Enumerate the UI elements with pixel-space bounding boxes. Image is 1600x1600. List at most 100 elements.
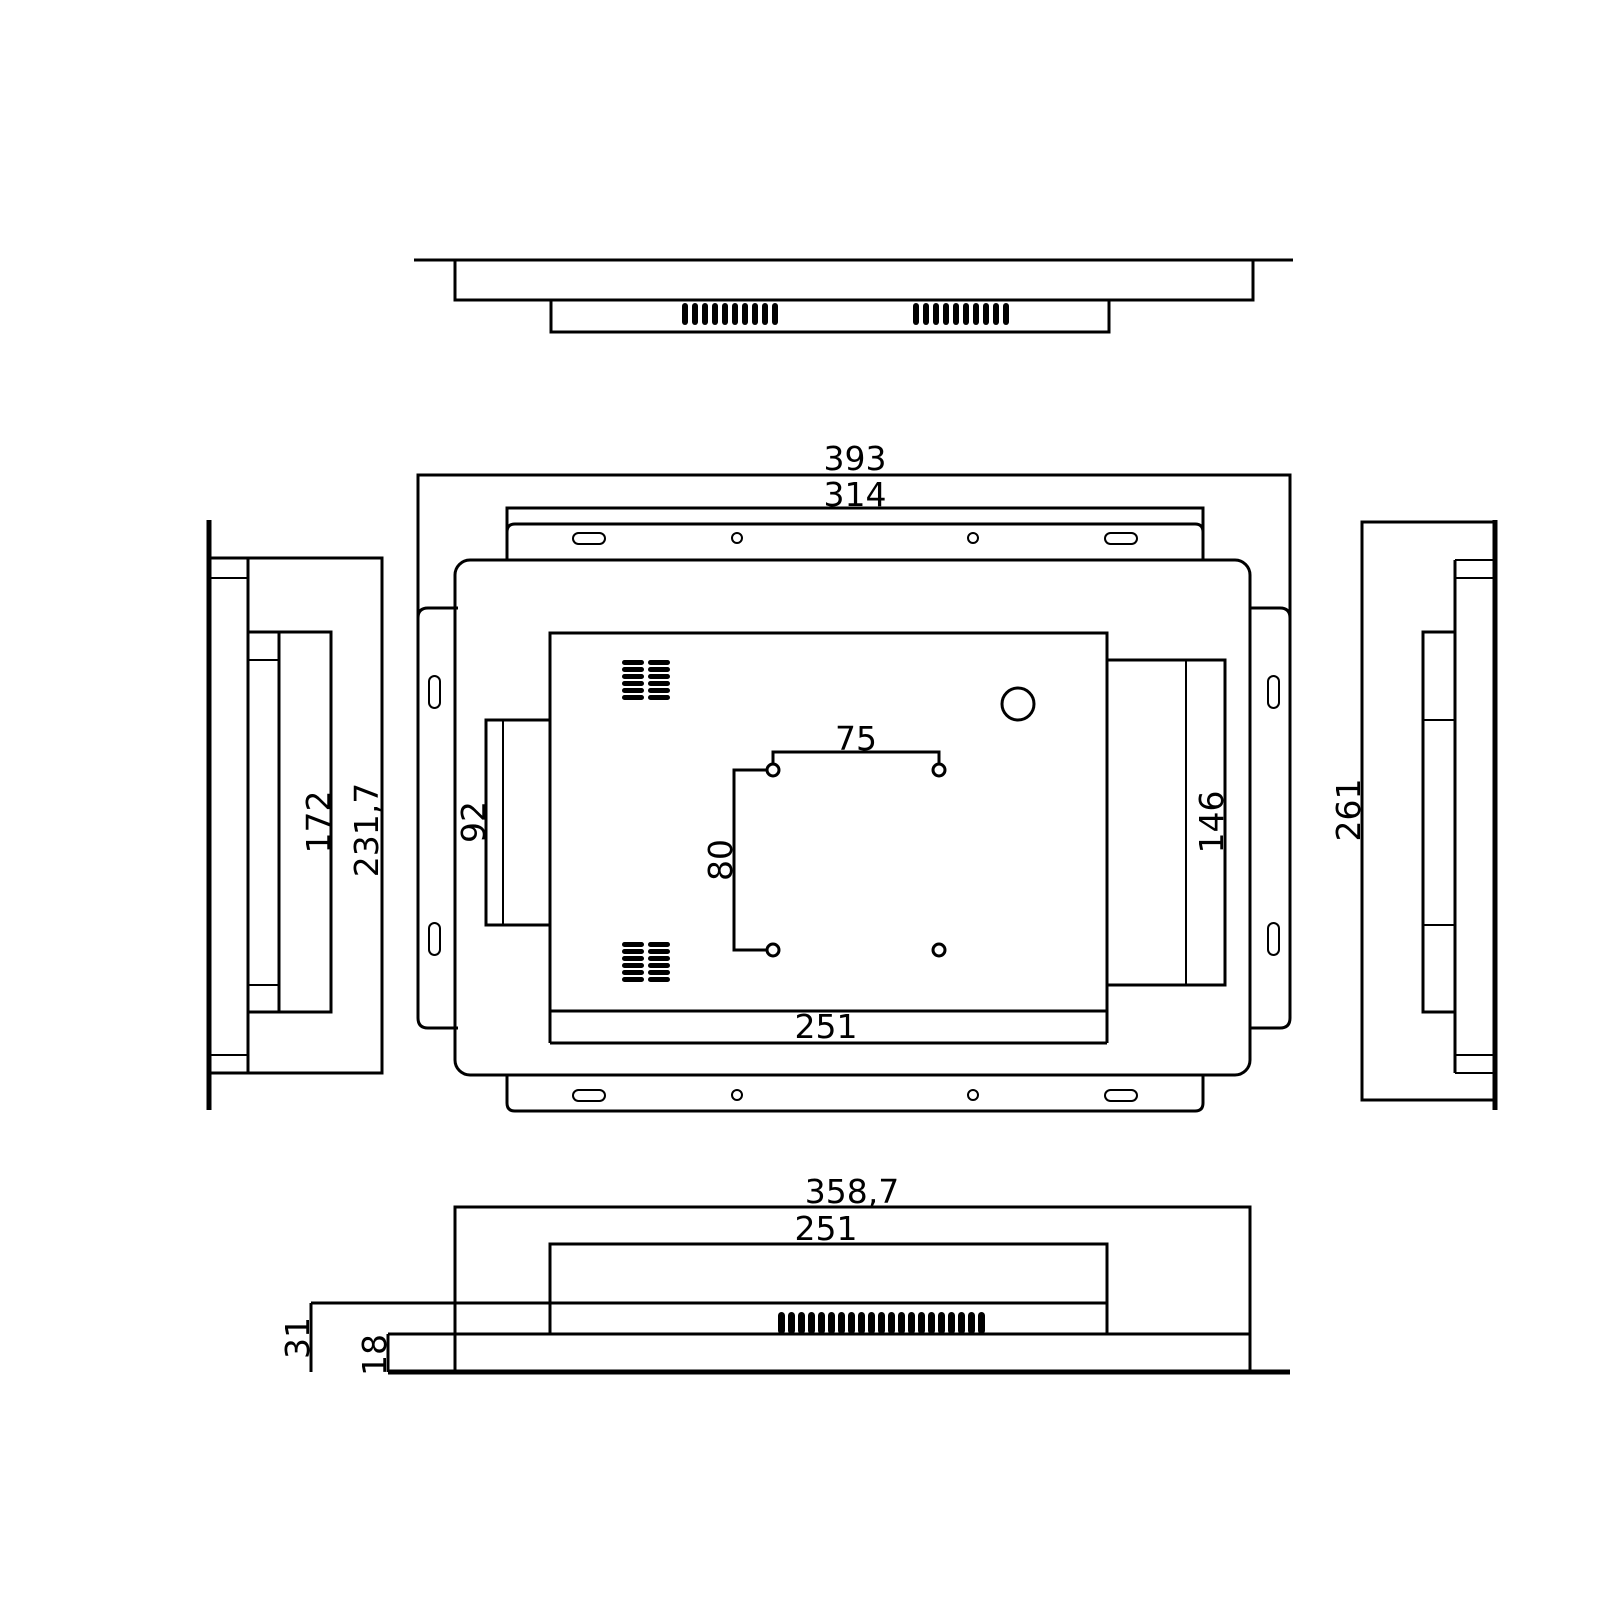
vent-slot [1003,303,1009,325]
screw-hole [731,532,743,544]
slot-hole [1267,922,1280,956]
slot-hole [1104,1089,1138,1102]
vent-slot [692,303,698,325]
slot-hole [428,922,441,956]
vent-slot [702,303,708,325]
top-vent-grille-right [913,303,1009,325]
vent-slot [953,303,959,325]
vent-slot [888,1312,895,1334]
vent-slot [622,963,644,968]
dim-overall-width: 393 [824,439,887,478]
vent-slot [622,977,644,982]
vent-slot [648,688,670,693]
vent-slot [943,303,949,325]
vent-slot [648,695,670,700]
vent-slot [868,1312,875,1334]
vent-slot [648,681,670,686]
vent-slot [858,1312,865,1334]
vent-slot [772,303,778,325]
vent-slot [622,667,644,672]
vent-slot [788,1312,795,1334]
vent-slot [682,303,688,325]
vent-slot [968,1312,975,1334]
vent-slot [732,303,738,325]
slot-hole [572,1089,606,1102]
top-view [414,258,1293,334]
vent-slot [913,303,919,325]
vent-slot [622,695,644,700]
vent-grid-lower [622,942,670,982]
slot-hole [572,532,606,545]
vesa-hole [765,942,781,958]
vent-slot [722,303,728,325]
vent-slot [848,1312,855,1334]
dim-bottom-inner-width: 251 [795,1209,858,1248]
front-view: 393 314 251 92 [416,439,1292,1113]
dim-bottom-width: 358,7 [805,1172,899,1211]
vent-slot [933,303,939,325]
screw-hole [967,1089,979,1101]
frame-outline [453,558,1252,1077]
vent-slot [808,1312,815,1334]
vent-slot [978,1312,985,1334]
vent-slot [973,303,979,325]
vent-slot [958,1312,965,1334]
vent-slot [838,1312,845,1334]
vent-slot [908,1312,915,1334]
vent-slot [712,303,718,325]
left-side-view: 172 231,7 [206,520,386,1110]
dim-right-bracket: 146 [1192,791,1231,854]
bottom-vent-grille [778,1312,985,1334]
bottom-view: 358,7 251 31 18 [278,1172,1290,1376]
vent-slot [622,956,644,961]
vent-slot [762,303,768,325]
dim-bezel-depth: 18 [355,1334,394,1376]
right-side-view: 261 [1329,520,1498,1110]
dim-right-side-height: 261 [1329,779,1368,842]
rear-enclosure [548,631,1109,1013]
vent-slot [938,1312,945,1334]
vent-slot [648,970,670,975]
vent-slot [798,1312,805,1334]
vent-slot [993,303,999,325]
vent-slot [878,1312,885,1334]
screw-hole [731,1089,743,1101]
vent-slot [742,303,748,325]
vent-slot [622,688,644,693]
vent-slot [622,949,644,954]
vent-slot [648,942,670,947]
dim-vesa-vertical: 80 [701,839,740,881]
vent-slot [752,303,758,325]
slot-hole [1104,532,1138,545]
vent-slot [622,660,644,665]
vent-slot [648,949,670,954]
vent-slot [622,942,644,947]
vent-slot [818,1312,825,1334]
dim-left-bracket: 92 [454,801,493,843]
vent-slot [898,1312,905,1334]
dim-side-inner: 172 [299,791,338,854]
dim-inner-width: 251 [795,1007,858,1046]
vent-slot [778,1312,785,1334]
dim-vesa-horizontal: 75 [835,719,877,758]
dim-total-depth: 31 [278,1317,317,1359]
vent-slot [622,681,644,686]
dim-side-outer: 231,7 [347,783,386,877]
slot-hole [428,675,441,709]
vent-slot [983,303,989,325]
slot-hole [1267,675,1280,709]
vent-slot [648,963,670,968]
vent-slot [648,660,670,665]
screw-hole [967,532,979,544]
vent-slot [918,1312,925,1334]
vent-slot [648,667,670,672]
vent-slot [948,1312,955,1334]
vent-slot [622,674,644,679]
vent-slot [622,970,644,975]
round-port [1000,686,1036,722]
vent-slot [923,303,929,325]
vent-slot [648,674,670,679]
vent-slot [963,303,969,325]
top-vent-grille-left [682,303,778,325]
